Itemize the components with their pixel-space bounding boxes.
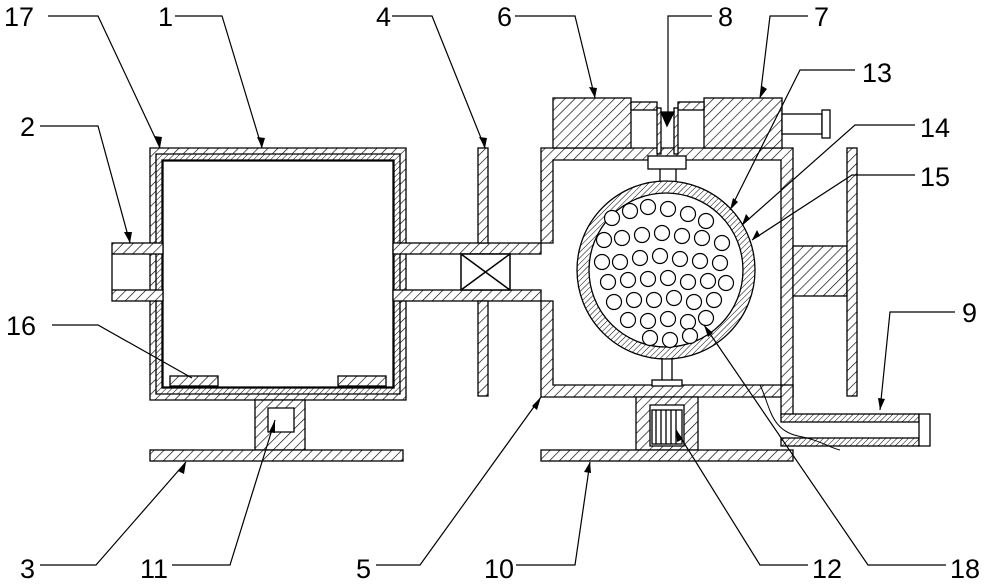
filter-ball <box>639 270 657 288</box>
filter-ball <box>619 271 637 289</box>
label-11: 11 <box>140 554 168 584</box>
filter-ball <box>679 273 697 291</box>
left-support <box>149 399 404 462</box>
filter-ball <box>639 312 657 330</box>
filter-ball <box>639 198 657 216</box>
label-5: 5 <box>356 554 371 584</box>
label-3: 3 <box>20 554 35 584</box>
filter-ball <box>631 249 649 267</box>
label-4: 4 <box>376 2 391 32</box>
filter-balls <box>593 198 735 349</box>
motor <box>540 396 794 462</box>
filter-ball <box>679 313 697 331</box>
label-10: 10 <box>484 554 514 584</box>
label-2: 2 <box>20 112 35 142</box>
label-8: 8 <box>718 2 733 32</box>
label-18: 18 <box>950 554 980 584</box>
filter-ball <box>717 274 735 292</box>
filter-ball <box>685 293 703 311</box>
filter-ball <box>681 327 699 345</box>
filter-ball <box>605 293 623 311</box>
filter-ball <box>679 205 697 223</box>
filter-ball <box>659 310 677 328</box>
label-17: 17 <box>4 2 34 32</box>
left-tank <box>149 147 407 401</box>
filter-ball <box>659 269 677 287</box>
top-block-left <box>552 97 632 149</box>
filter-ball <box>697 309 715 327</box>
filter-ball <box>665 289 683 307</box>
right-bracket <box>792 147 858 397</box>
upper-shaft <box>647 155 687 186</box>
drain-pipe <box>780 384 931 447</box>
part-labels: 17 1 4 6 8 7 13 2 14 15 9 16 3 11 5 10 1… <box>4 2 980 584</box>
label-15: 15 <box>920 162 950 192</box>
filter-ball <box>633 226 651 244</box>
filter-ball <box>659 200 677 218</box>
filter-ball <box>713 234 731 252</box>
filter-ball <box>619 311 637 329</box>
side-nozzle <box>781 109 831 139</box>
label-13: 13 <box>862 58 892 88</box>
label-1: 1 <box>158 2 173 32</box>
label-7: 7 <box>814 2 829 32</box>
filter-ball <box>613 229 631 247</box>
filter-ball <box>603 209 621 227</box>
label-6: 6 <box>497 2 512 32</box>
filter-ball <box>653 224 671 242</box>
filter-ball <box>593 253 611 271</box>
filter-ball <box>673 227 691 245</box>
top-block-right <box>703 97 783 149</box>
lower-shaft <box>651 358 683 387</box>
wire <box>759 384 841 451</box>
filter-ball <box>699 272 717 290</box>
label-16: 16 <box>6 311 36 341</box>
filter-ball <box>645 291 663 309</box>
inlet-pipe <box>111 242 164 302</box>
filter-ball <box>671 250 689 268</box>
filter-ball <box>599 273 617 291</box>
filter-ball <box>595 231 613 249</box>
filter-ball <box>693 229 711 247</box>
valve-plate <box>477 147 489 397</box>
filter-ball <box>705 291 723 309</box>
filter-ball <box>651 247 669 265</box>
filter-ball <box>661 331 679 349</box>
label-9: 9 <box>962 298 977 328</box>
filter-ball <box>621 202 639 220</box>
leader-lines <box>40 15 955 566</box>
label-12: 12 <box>812 554 842 584</box>
filter-ball <box>641 329 659 347</box>
filter-ball <box>691 252 709 270</box>
filter-ball <box>611 253 629 271</box>
filter-ball <box>711 254 729 272</box>
filter-ball <box>697 212 715 230</box>
label-14: 14 <box>920 113 950 143</box>
arrowheads <box>124 86 885 474</box>
filter-ball <box>625 291 643 309</box>
valve <box>460 253 511 291</box>
